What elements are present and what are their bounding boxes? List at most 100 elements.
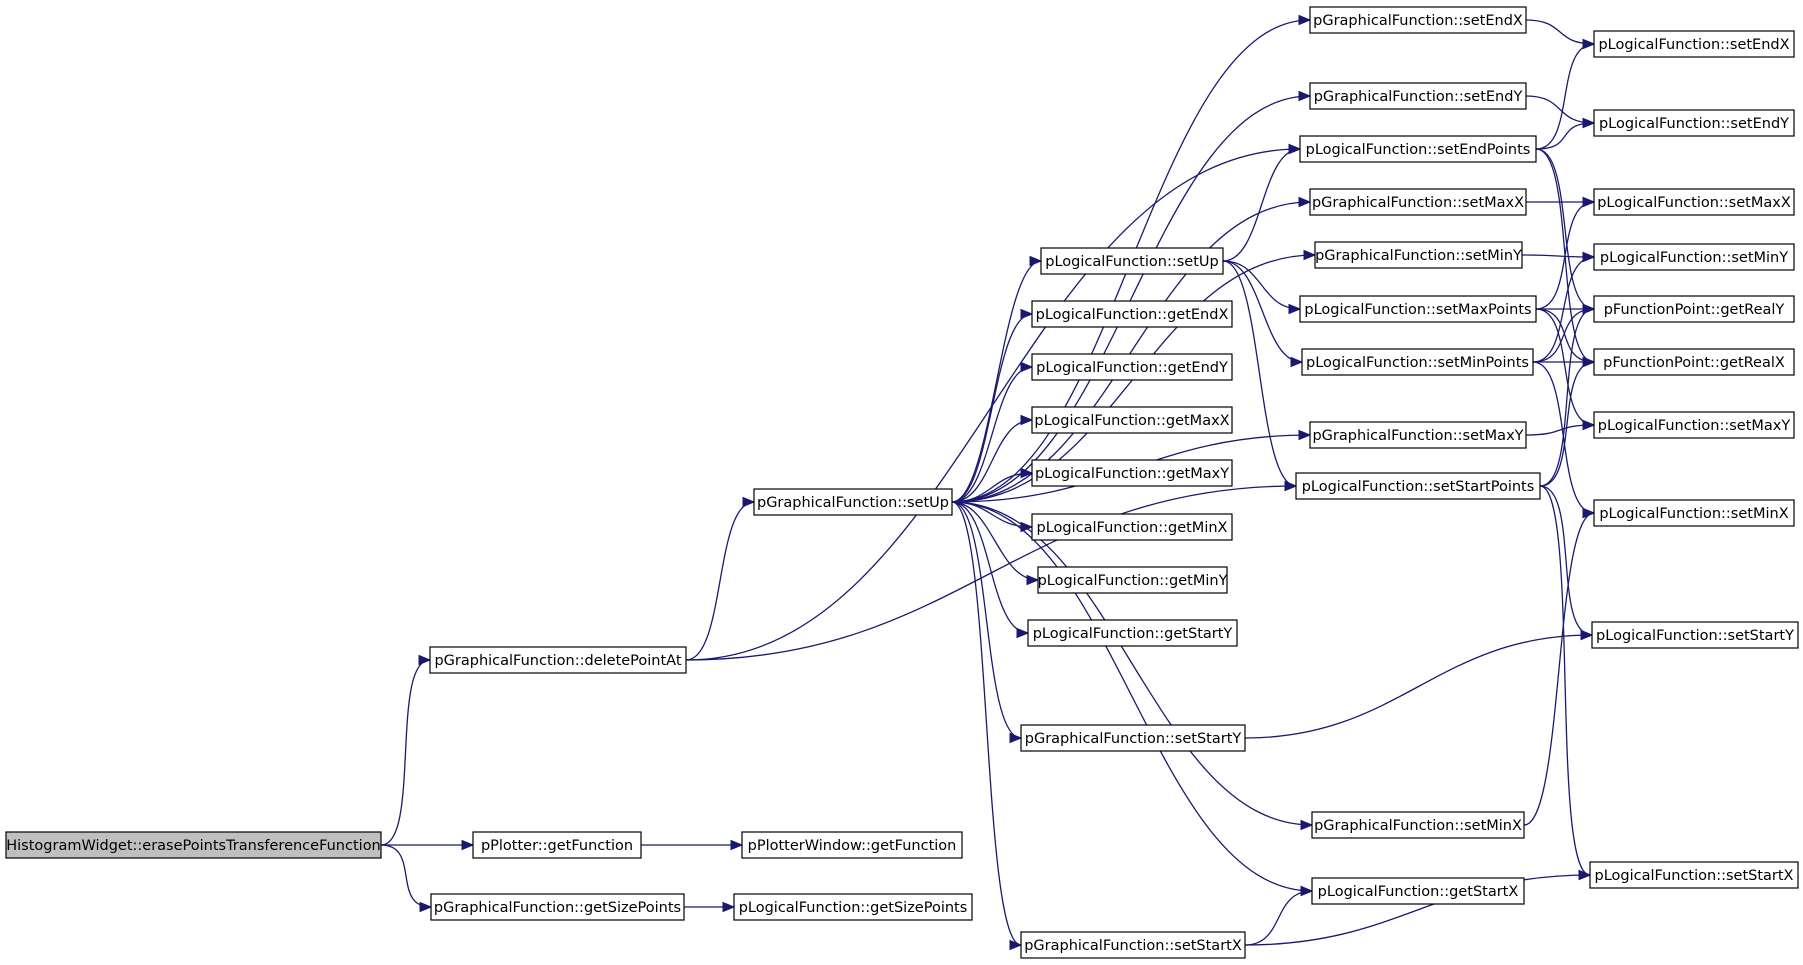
node-label: pGraphicalFunction::setMaxY [1312, 428, 1523, 444]
node-lfGetMaxY[interactable]: pLogicalFunction::getMaxY [1031, 459, 1233, 487]
node-root[interactable]: HistogramWidget::erasePointsTransference… [5, 831, 382, 859]
node-gfSetMaxY[interactable]: pGraphicalFunction::setMaxY [1309, 421, 1527, 449]
node-label: pGraphicalFunction::getSizePoints [434, 900, 681, 916]
arrowhead-lfSetStartPoints-to-fpGetRealX [1582, 356, 1596, 368]
arrowhead-root-to-gfGetSizePoints [419, 901, 433, 913]
edge-gfSetUp-to-lfGetEndX [951, 313, 1033, 503]
node-lfSetUp[interactable]: pLogicalFunction::setUp [1040, 247, 1224, 275]
edge-gfSetUp-to-lfGetEndY [951, 366, 1033, 503]
arrowhead-lfSetEndPoints-to-lfSetEndX [1582, 38, 1596, 50]
node-gfSetMinY[interactable]: pGraphicalFunction::setMinY [1314, 241, 1523, 269]
edge-gfSetMinX-to-lfSetMinX [1523, 512, 1595, 826]
node-box [1309, 421, 1527, 449]
node-gfSetUp[interactable]: pGraphicalFunction::setUp [753, 488, 953, 516]
node-gfSetMinX[interactable]: pGraphicalFunction::setMinX [1311, 811, 1525, 839]
node-lfSetMinY[interactable]: pLogicalFunction::setMinY [1593, 243, 1795, 271]
edge-gfSetUp-to-lfGetStartY [951, 501, 1029, 634]
edge-lfSetStartPoints-to-lfSetStartX [1539, 485, 1591, 876]
node-box [1593, 348, 1795, 376]
arrowhead-gfSetUp-to-lfGetMaxY [1020, 467, 1034, 479]
node-lfSetEndPoints[interactable]: pLogicalFunction::setEndPoints [1299, 135, 1537, 163]
node-lfSetMinX[interactable]: pLogicalFunction::setMinX [1593, 499, 1795, 527]
node-box [1309, 6, 1527, 34]
node-gfDeletePointAt[interactable]: pGraphicalFunction::deletePointAt [429, 646, 687, 674]
node-label: pLogicalFunction::setMinX [1599, 506, 1788, 522]
edge-gfSetUp-to-gfSetEndY [951, 95, 1311, 503]
arrowhead-gfSetUp-to-lfGetMaxX [1020, 414, 1034, 426]
node-lfSetEndX[interactable]: pLogicalFunction::setEndX [1593, 30, 1795, 58]
node-label: pLogicalFunction::getStartX [1318, 884, 1519, 900]
node-lfSetMaxPoints[interactable]: pLogicalFunction::setMaxPoints [1299, 295, 1537, 323]
node-gfSetStartY[interactable]: pGraphicalFunction::setStartY [1020, 724, 1246, 752]
node-label: pLogicalFunction::getMinY [1038, 573, 1228, 589]
node-box [1593, 243, 1795, 271]
node-lfGetSizePoints[interactable]: pLogicalFunction::getSizePoints [733, 893, 973, 921]
node-box [1299, 295, 1537, 323]
edge-gfSetUp-to-lfSetUp [951, 260, 1042, 503]
node-lfSetEndY[interactable]: pLogicalFunction::setEndY [1593, 109, 1795, 137]
edge-gfSetUp-to-lfGetStartX [951, 501, 1313, 892]
arrowhead-gfSetUp-to-gfSetEndY [1298, 90, 1312, 102]
node-gfSetEndX[interactable]: pGraphicalFunction::setEndX [1309, 6, 1527, 34]
node-label: pPlotterWindow::getFunction [748, 838, 957, 854]
node-box [1295, 472, 1541, 500]
node-box [1591, 621, 1799, 649]
node-label: pLogicalFunction::setStartPoints [1302, 479, 1535, 495]
arrowhead-gfSetUp-to-gfSetMaxY [1298, 429, 1312, 441]
node-label: pGraphicalFunction::deletePointAt [434, 653, 681, 669]
node-label: pFunctionPoint::getRealY [1604, 302, 1785, 318]
node-lfGetMaxX[interactable]: pLogicalFunction::getMaxX [1031, 406, 1233, 434]
node-plotterGetFunction[interactable]: pPlotter::getFunction [472, 831, 642, 859]
node-box [1031, 459, 1233, 487]
node-label: pGraphicalFunction::setUp [757, 495, 949, 511]
node-box [1040, 247, 1224, 275]
arrowhead-gfDeletePointAt-to-gfSetUp [742, 496, 756, 508]
node-lfGetEndY[interactable]: pLogicalFunction::getEndY [1031, 353, 1233, 381]
node-label: pLogicalFunction::getEndY [1036, 360, 1228, 376]
node-label: pLogicalFunction::getMinX [1037, 520, 1228, 536]
node-lfSetStartX[interactable]: pLogicalFunction::setStartX [1589, 861, 1799, 889]
node-lfSetStartPoints[interactable]: pLogicalFunction::setStartPoints [1295, 472, 1541, 500]
node-gfSetMaxX[interactable]: pGraphicalFunction::setMaxX [1309, 188, 1527, 216]
node-fpGetRealY[interactable]: pFunctionPoint::getRealY [1593, 295, 1795, 323]
node-lfGetMinY[interactable]: pLogicalFunction::getMinY [1037, 566, 1228, 594]
edge-gfSetUp-to-gfSetMinX [951, 501, 1313, 826]
arrowhead-gfSetUp-to-gfSetStartY [1009, 732, 1023, 744]
node-gfSetStartX[interactable]: pGraphicalFunction::setStartX [1020, 931, 1246, 959]
arrowhead-lfSetEndPoints-to-lfSetEndY [1582, 117, 1596, 129]
node-box [430, 893, 685, 921]
node-lfSetStartY[interactable]: pLogicalFunction::setStartY [1591, 621, 1799, 649]
node-label: pFunctionPoint::getRealX [1603, 355, 1785, 371]
node-label: pLogicalFunction::setMinY [1600, 250, 1788, 266]
node-label: pLogicalFunction::setStartY [1596, 628, 1794, 644]
node-lfSetMaxX[interactable]: pLogicalFunction::setMaxX [1593, 188, 1795, 216]
arrowhead-gfSetUp-to-gfSetMinX [1300, 819, 1314, 831]
node-lfGetEndX[interactable]: pLogicalFunction::getEndX [1031, 300, 1233, 328]
edge-gfSetUp-to-gfSetStartY [951, 501, 1022, 739]
node-box [1299, 135, 1537, 163]
node-box [1020, 724, 1246, 752]
arrowhead-plotterGetFunction-to-plotterWindowGetFunction [730, 839, 744, 851]
node-gfGetSizePoints[interactable]: pGraphicalFunction::getSizePoints [430, 893, 685, 921]
node-lfGetStartY[interactable]: pLogicalFunction::getStartY [1027, 619, 1238, 647]
node-gfSetEndY[interactable]: pGraphicalFunction::setEndY [1309, 82, 1527, 110]
node-label: pGraphicalFunction::setEndY [1314, 89, 1523, 105]
node-label: pGraphicalFunction::setMaxX [1312, 195, 1524, 211]
arrowhead-lfSetUp-to-lfSetMaxPoints [1288, 303, 1302, 315]
node-label: pLogicalFunction::setEndPoints [1306, 142, 1531, 158]
node-plotterWindowGetFunction[interactable]: pPlotterWindow::getFunction [741, 831, 963, 859]
arrowhead-gfSetUp-to-gfSetEndX [1298, 14, 1312, 26]
node-box [1301, 348, 1534, 376]
node-lfSetMinPoints[interactable]: pLogicalFunction::setMinPoints [1301, 348, 1534, 376]
node-lfGetMinX[interactable]: pLogicalFunction::getMinX [1031, 513, 1233, 541]
node-label: pLogicalFunction::getStartY [1033, 626, 1233, 642]
arrowhead-lfSetMinPoints-to-lfSetMinY [1582, 251, 1596, 263]
edge-lfSetStartPoints-to-fpGetRealY [1539, 308, 1595, 487]
node-label: pLogicalFunction::setEndY [1599, 116, 1789, 132]
node-fpGetRealX[interactable]: pFunctionPoint::getRealX [1593, 348, 1795, 376]
node-lfSetMaxY[interactable]: pLogicalFunction::setMaxY [1593, 411, 1795, 439]
node-lfGetStartX[interactable]: pLogicalFunction::getStartX [1311, 877, 1525, 905]
node-box [5, 831, 382, 859]
node-label: pLogicalFunction::setMaxY [1598, 418, 1791, 434]
node-box [741, 831, 963, 859]
